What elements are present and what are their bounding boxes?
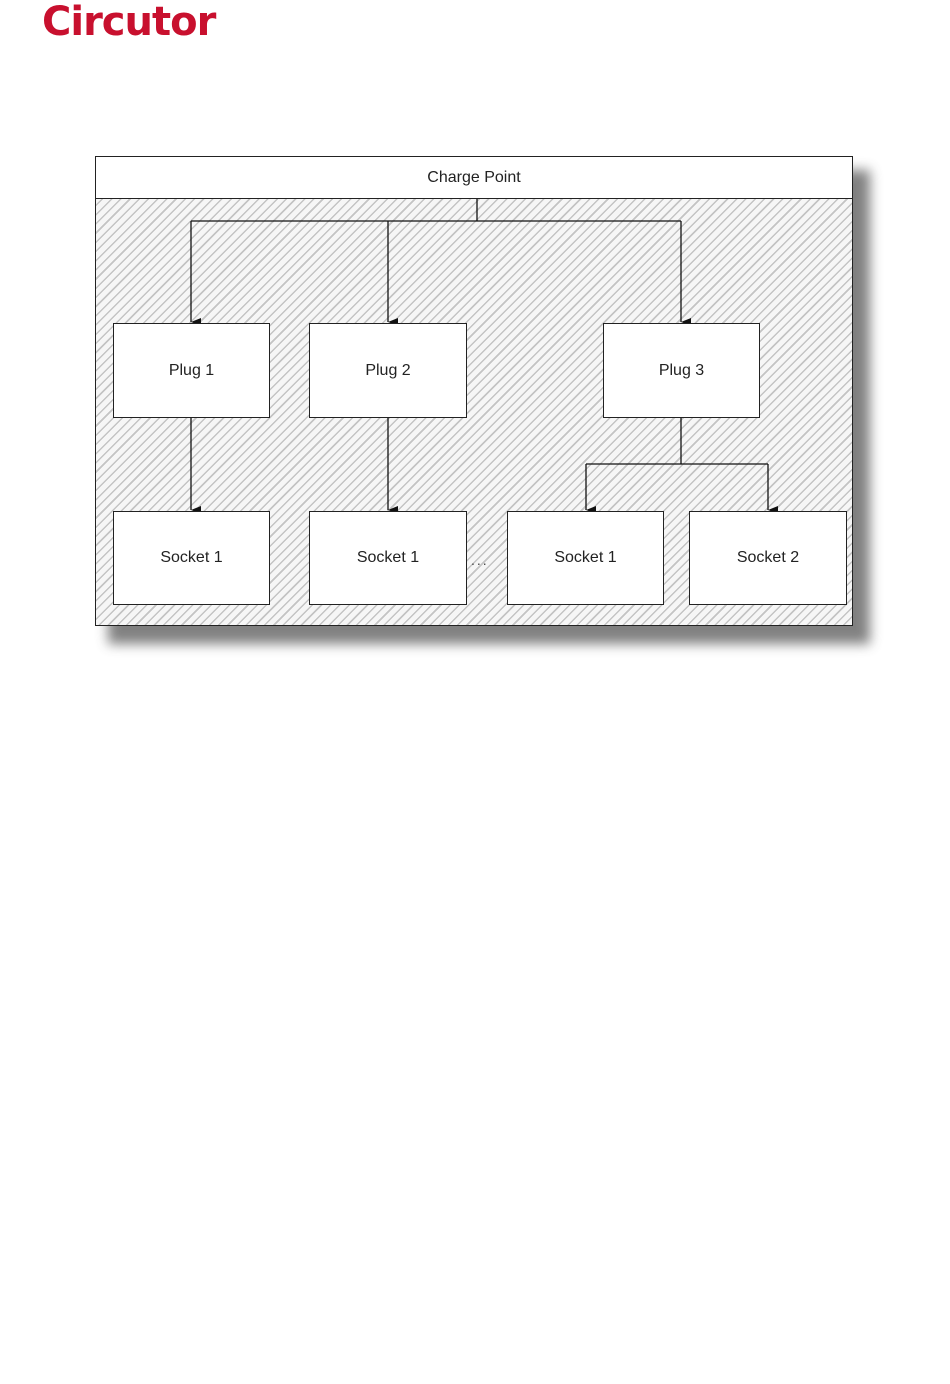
plug-1-node: Plug 1 <box>113 323 270 418</box>
circutor-logo: Circutor <box>42 0 215 46</box>
socket-label: Socket 1 <box>160 549 222 567</box>
socket-label: Socket 1 <box>554 549 616 567</box>
socket-node: Socket 1 <box>309 511 467 605</box>
more-sockets-ellipsis: ... <box>471 552 489 568</box>
charge-point-header: Charge Point <box>96 157 852 199</box>
plug-1-label: Plug 1 <box>169 362 214 380</box>
plug-3-label: Plug 3 <box>659 362 704 380</box>
plug-3-node: Plug 3 <box>603 323 760 418</box>
charge-point-label: Charge Point <box>427 169 520 187</box>
socket-label: Socket 2 <box>737 549 799 567</box>
socket-label: Socket 1 <box>357 549 419 567</box>
socket-node: Socket 1 <box>507 511 664 605</box>
plug-2-node: Plug 2 <box>309 323 467 418</box>
socket-node: Socket 1 <box>113 511 270 605</box>
socket-node: Socket 2 <box>689 511 847 605</box>
plug-2-label: Plug 2 <box>365 362 410 380</box>
